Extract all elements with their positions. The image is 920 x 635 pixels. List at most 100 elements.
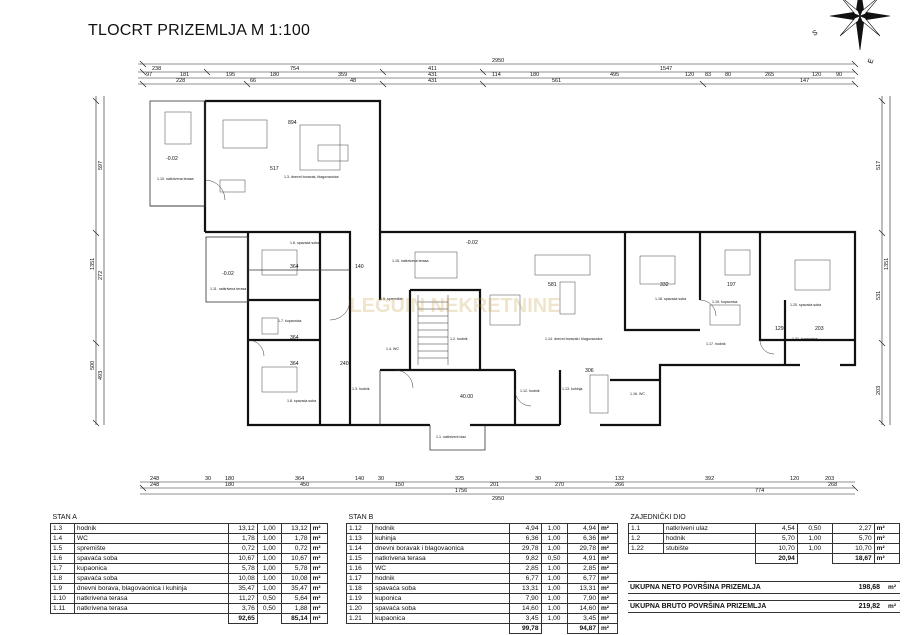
room-label: 1.10. natkrivena terasa bbox=[157, 177, 194, 181]
dim-top: 431 bbox=[428, 72, 437, 78]
bruto-label: UKUPNA BRUTO POVRŠINA PRIZEMLJA bbox=[630, 603, 767, 610]
row-number: 1.5 bbox=[50, 543, 75, 554]
dim-top: 238 bbox=[152, 66, 161, 72]
page-title: TLOCRT PRIZEMLJA M 1:100 bbox=[88, 22, 311, 39]
stan-a-total-unit: m² bbox=[309, 613, 329, 624]
row-area: 4,94 bbox=[509, 523, 542, 534]
row-unit: m² bbox=[309, 563, 329, 574]
row-name: dnevni borava, blagovaonica i kuhinja bbox=[73, 583, 230, 594]
dim-top: 180 bbox=[530, 72, 539, 78]
zajednicki-total-area: 20,94 bbox=[754, 553, 798, 564]
row-net: 1,88 bbox=[280, 603, 311, 614]
row-area: 14,60 bbox=[509, 603, 542, 614]
dim-bottom: 248 bbox=[150, 476, 159, 482]
row-area: 13,31 bbox=[509, 583, 542, 594]
dim-top: 561 bbox=[552, 78, 561, 84]
row-number: 1.1 bbox=[628, 523, 664, 534]
row-area: 3,45 bbox=[509, 613, 542, 624]
row-name: spavaća soba bbox=[372, 583, 511, 594]
row-area: 1,78 bbox=[228, 533, 258, 544]
room-label: 1.19. kupaonica bbox=[712, 300, 737, 304]
row-number: 1.18 bbox=[345, 583, 374, 594]
row-unit: m² bbox=[309, 603, 329, 614]
row-net: 6,77 bbox=[566, 573, 600, 584]
row-coef: 1,00 bbox=[256, 553, 282, 564]
dim-top: 66 bbox=[250, 78, 256, 84]
row-coef: 1,00 bbox=[540, 583, 568, 594]
row-net: 5,70 bbox=[831, 533, 875, 544]
dim-bottom: 140 bbox=[355, 476, 364, 482]
row-unit: m² bbox=[598, 553, 618, 564]
row-area: 5,70 bbox=[754, 533, 798, 544]
dim-top: 120 bbox=[812, 72, 821, 78]
room-label: 1.13. kuhinja bbox=[562, 387, 582, 391]
dim-bottom: 268 bbox=[828, 482, 837, 488]
dim-left: 597 bbox=[98, 161, 104, 170]
room-label: 1.18. spavaća soba bbox=[655, 297, 686, 301]
row-number: 1.14 bbox=[345, 543, 374, 554]
row-unit: m² bbox=[309, 583, 329, 594]
dim-bottom: 120 bbox=[790, 476, 799, 482]
row-number: 1.21 bbox=[345, 613, 374, 624]
row-name: natkriveni ulaz bbox=[662, 523, 756, 534]
row-coef: 1,00 bbox=[540, 603, 568, 614]
row-net: 7,90 bbox=[566, 593, 600, 604]
row-name: spremište bbox=[73, 543, 230, 554]
bruto-summary: UKUPNA BRUTO POVRŠINA PRIZEMLJA 219,82 m… bbox=[628, 600, 900, 613]
row-net: 6,36 bbox=[566, 533, 600, 544]
dim-bottom: 30 bbox=[205, 476, 211, 482]
room-dim: -0.02 bbox=[166, 156, 178, 162]
row-net: 10,67 bbox=[280, 553, 311, 564]
stan-b-title: STAN B bbox=[348, 513, 374, 521]
room-dim: -0.02 bbox=[222, 271, 234, 277]
row-unit: m² bbox=[309, 543, 329, 554]
row-name: spavaća soba bbox=[372, 603, 511, 614]
row-net: 5,64 bbox=[280, 593, 311, 604]
neto-label: UKUPNA NETO POVRŠINA PRIZEMLJA bbox=[630, 584, 761, 591]
room-label: 1.6. spavaća soba bbox=[290, 241, 319, 245]
row-coef: 1,00 bbox=[256, 583, 282, 594]
zajednicki-total-unit: m² bbox=[873, 553, 901, 564]
row-net: 2,85 bbox=[566, 563, 600, 574]
row-net: 0,72 bbox=[280, 543, 311, 554]
row-coef: 1,00 bbox=[796, 543, 833, 554]
row-number: 1.12 bbox=[345, 523, 374, 534]
room-dim: 306 bbox=[585, 368, 594, 374]
row-coef: 1,00 bbox=[540, 593, 568, 604]
room-label: 1.4. WC bbox=[386, 347, 399, 351]
row-unit: m² bbox=[309, 523, 329, 534]
row-number: 1.17 bbox=[345, 573, 374, 584]
room-label: 1.14. dnevni boravak i blagovaonica bbox=[545, 337, 602, 341]
row-area: 0,72 bbox=[228, 543, 258, 554]
dim-bottom: 203 bbox=[825, 476, 834, 482]
row-unit: m² bbox=[873, 543, 901, 554]
row-net: 4,91 bbox=[566, 553, 600, 564]
row-name: kuhinja bbox=[372, 533, 511, 544]
row-coef: 1,00 bbox=[256, 533, 282, 544]
dim-left: 500 bbox=[90, 361, 96, 370]
dim-bottom: 774 bbox=[755, 488, 764, 494]
row-area: 5,78 bbox=[228, 563, 258, 574]
row-area: 6,77 bbox=[509, 573, 542, 584]
room-dim: 240 bbox=[340, 361, 349, 367]
row-name: kupaonica bbox=[73, 563, 230, 574]
row-number: 1.2 bbox=[628, 533, 664, 544]
dim-bottom: 450 bbox=[300, 482, 309, 488]
dim-right: 531 bbox=[876, 291, 882, 300]
row-unit: m² bbox=[598, 603, 618, 614]
row-coef: 1,00 bbox=[256, 543, 282, 554]
room-dim: 364 bbox=[290, 264, 299, 270]
dim-overall-top: 2950 bbox=[492, 58, 504, 64]
row-number: 1.22 bbox=[628, 543, 664, 554]
row-net: 1,78 bbox=[280, 533, 311, 544]
row-name: dnevni boravak i blagovaonica bbox=[372, 543, 511, 554]
